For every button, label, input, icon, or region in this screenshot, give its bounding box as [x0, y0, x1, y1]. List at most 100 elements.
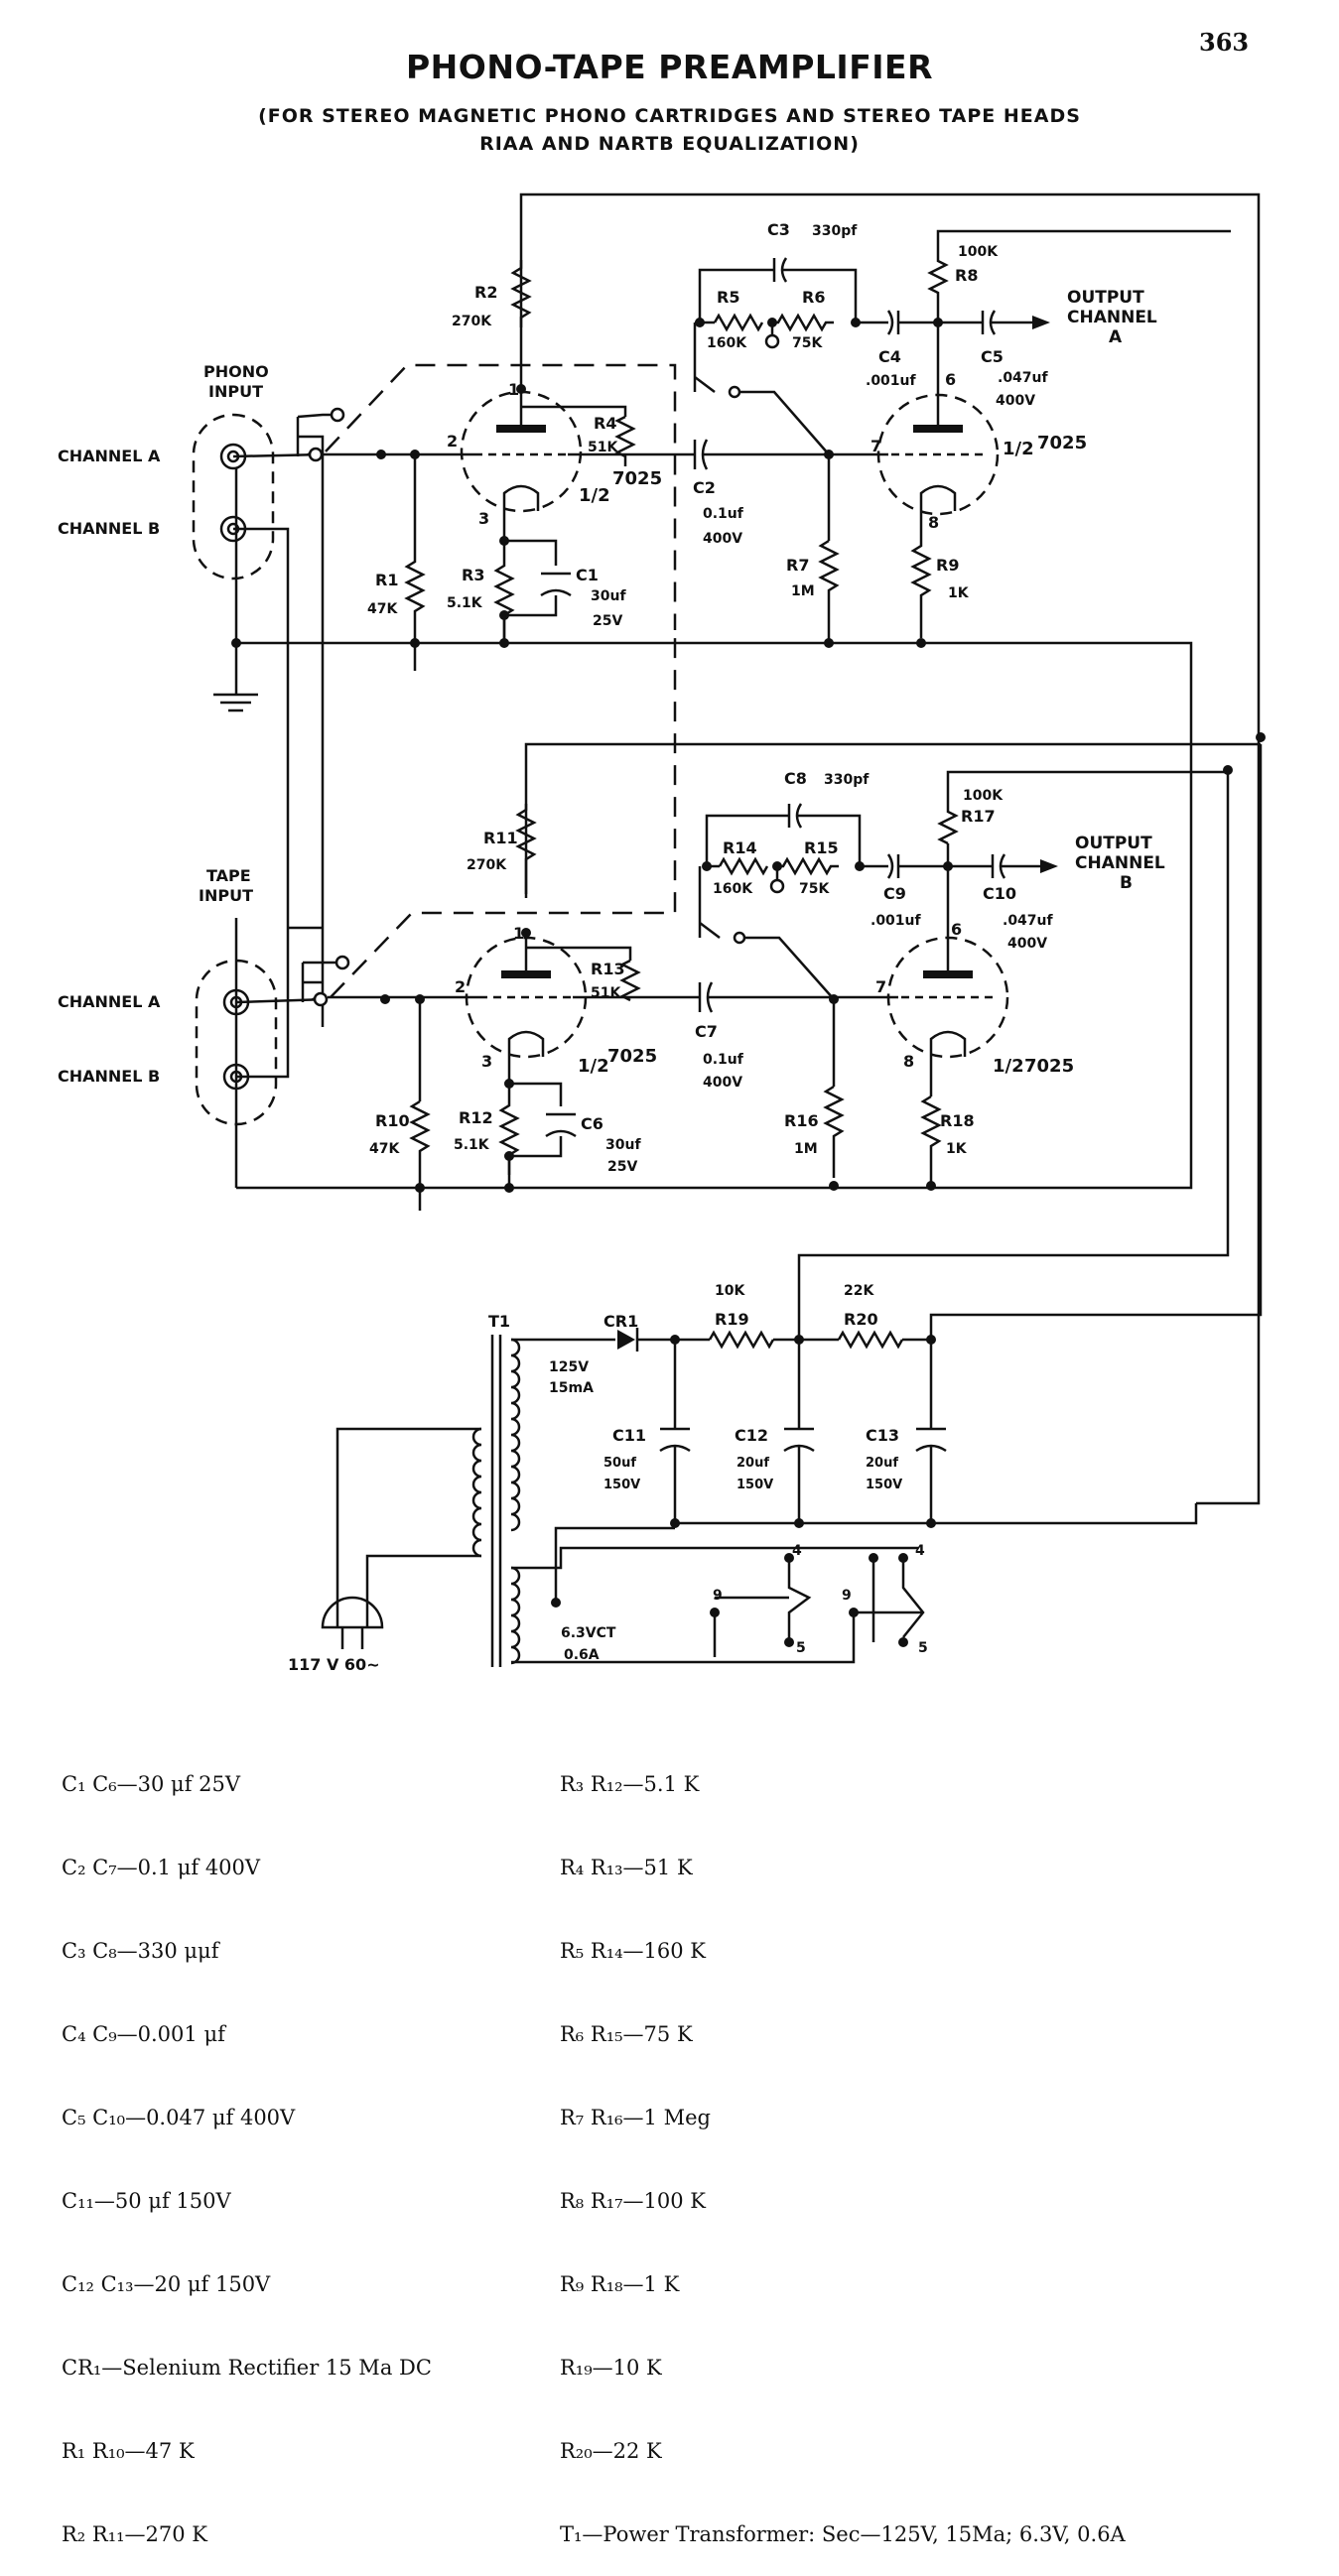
mains-plug — [321, 1596, 384, 1629]
label-r11: R11 — [483, 829, 518, 847]
parts-list-item: R₁ R₁₀—47 K — [62, 2439, 195, 2463]
label-c2-value-2: 400V — [703, 531, 742, 547]
parts-list-item: R₉ R₁₈—1 K — [560, 2272, 680, 2296]
label-output-a-3: A — [1109, 327, 1123, 347]
label-c7: C7 — [695, 1022, 718, 1041]
supply-ground-bus — [675, 1503, 1198, 1525]
label-r17-value: 100K — [963, 788, 1004, 804]
label-phono-input-2: INPUT — [208, 382, 263, 401]
parts-list-item: C₂ C₇—0.1 μf 400V — [62, 1856, 261, 1879]
heater-pin-4-right: 4 — [915, 1543, 925, 1559]
r2-resistor — [510, 260, 532, 327]
label-r1-value: 47K — [367, 601, 398, 617]
label-c5-value-2: 400V — [996, 393, 1035, 409]
subtitle-line-1: (FOR STEREO MAGNETIC PHONO CARTRIDGES AN… — [258, 105, 1081, 127]
r7-resistor — [818, 539, 840, 640]
label-c1-value-1: 30uf — [591, 588, 626, 604]
subtitle-line-2: RIAA AND NARTB EQUALIZATION) — [479, 133, 860, 155]
label-tube-v2b-half: 1/2 — [993, 1056, 1024, 1077]
page-number: 363 — [1199, 28, 1250, 57]
r12-resistor — [498, 1084, 520, 1175]
label-output-a-1: OUTPUT — [1067, 288, 1144, 308]
label-r12-value: 5.1K — [454, 1137, 490, 1153]
label-r20: R20 — [844, 1310, 878, 1329]
label-c7-value-1: 0.1uf — [703, 1052, 744, 1068]
label-tube-v1a-half: 1/2 — [579, 485, 610, 506]
pin-3-bottom: 3 — [481, 1052, 492, 1071]
heater-pin-9-right: 9 — [842, 1588, 852, 1604]
label-r19: R19 — [715, 1310, 749, 1329]
label-c8: C8 — [784, 769, 807, 788]
b-plus-wire-top — [519, 193, 1261, 1505]
label-c12-value-2: 150V — [736, 1478, 773, 1492]
label-tube-v2a: 7025 — [607, 1046, 657, 1067]
r11-resistor — [515, 804, 537, 894]
label-r4-value: 51K — [588, 440, 618, 455]
parts-list-item: C₄ C₉—0.001 μf — [62, 2022, 225, 2046]
r5-resistor — [713, 313, 764, 332]
parts-list-item: C₁₂ C₁₃—20 μf 150V — [62, 2272, 271, 2296]
label-phono-channel-a: CHANNEL A — [58, 447, 161, 465]
cr1-rectifier — [617, 1330, 635, 1350]
label-c3: C3 — [767, 220, 790, 239]
label-c12-value-1: 20uf — [736, 1456, 769, 1471]
label-c13-value-1: 20uf — [866, 1456, 898, 1471]
parts-list-item: R₂₀—22 K — [560, 2439, 662, 2463]
label-r12: R12 — [459, 1108, 493, 1127]
label-r4: R4 — [594, 414, 616, 433]
label-c3-value: 330pf — [812, 223, 858, 239]
label-lv-secondary-2: 0.6A — [564, 1647, 600, 1663]
t1-primary-winding — [471, 1427, 482, 1558]
label-hv-secondary-2: 15mA — [549, 1380, 594, 1396]
parts-list-item: R₃ R₁₂—5.1 K — [560, 1772, 700, 1796]
r10-resistor — [409, 1099, 431, 1211]
r20-resistor — [837, 1330, 904, 1350]
pin-7-top: 7 — [870, 437, 881, 455]
label-r10-value: 47K — [369, 1141, 400, 1157]
label-t1: T1 — [488, 1312, 510, 1331]
heater-pin-5-left: 5 — [796, 1640, 806, 1656]
label-hv-secondary-1: 125V — [549, 1359, 589, 1375]
parts-list-item: T₁—Power Transformer: Sec—125V, 15Ma; 6.… — [560, 2522, 1126, 2546]
label-c5-value-1: .047uf — [998, 370, 1049, 386]
label-r3-value: 5.1K — [447, 595, 483, 611]
label-r17: R17 — [961, 807, 996, 826]
label-cr1: CR1 — [603, 1312, 638, 1331]
label-c1-value-2: 25V — [593, 613, 622, 629]
ground-bus-bottom — [236, 992, 1193, 1190]
label-c10-value-1: .047uf — [1003, 913, 1054, 929]
pin-6-top: 6 — [945, 370, 956, 389]
eq-switch-top — [728, 385, 741, 399]
label-r2-value: 270K — [452, 314, 492, 329]
gang-link-top — [325, 363, 677, 630]
label-c5: C5 — [981, 347, 1004, 366]
label-c11-value-2: 150V — [603, 1478, 640, 1492]
bottom-stage — [195, 630, 1268, 1211]
label-tape-channel-b: CHANNEL B — [58, 1067, 160, 1086]
r1-resistor — [404, 556, 426, 671]
pin-2-top: 2 — [447, 432, 458, 451]
label-r13: R13 — [591, 960, 625, 978]
parts-list-item: R₇ R₁₆—1 Meg — [560, 2106, 711, 2129]
pin-2-bottom: 2 — [455, 977, 466, 996]
label-output-a-2: CHANNEL — [1067, 308, 1157, 327]
parts-list-right: R₃ R₁₂—5.1 K R₄ R₁₃—51 K R₅ R₁₄—160 K R₆… — [560, 1715, 1126, 2576]
heater-pin-5-right: 5 — [918, 1640, 928, 1656]
label-r14: R14 — [723, 838, 757, 857]
label-c6-value-2: 25V — [607, 1159, 637, 1175]
label-r13-value: 51K — [591, 985, 621, 1001]
parts-list-item: CR₁—Selenium Rectifier 15 Ma DC — [62, 2356, 432, 2380]
label-tube-v2b: 7025 — [1024, 1056, 1074, 1077]
label-r11-value: 270K — [467, 857, 507, 873]
power-supply — [321, 744, 1263, 1667]
pin-7-bottom: 7 — [875, 977, 886, 996]
label-phono-input-1: PHONO — [203, 362, 269, 381]
label-c13: C13 — [866, 1426, 899, 1445]
pin-1-bottom: 1 — [513, 924, 524, 943]
label-c12: C12 — [735, 1426, 768, 1445]
label-c10: C10 — [983, 884, 1016, 903]
pin-6-bottom: 6 — [951, 920, 962, 939]
label-r15-value: 75K — [799, 881, 830, 897]
label-c8-value: 330pf — [824, 772, 870, 788]
parts-list-left: C₁ C₆—30 μf 25V C₂ C₇—0.1 μf 400V C₃ C₈—… — [62, 1715, 432, 2576]
